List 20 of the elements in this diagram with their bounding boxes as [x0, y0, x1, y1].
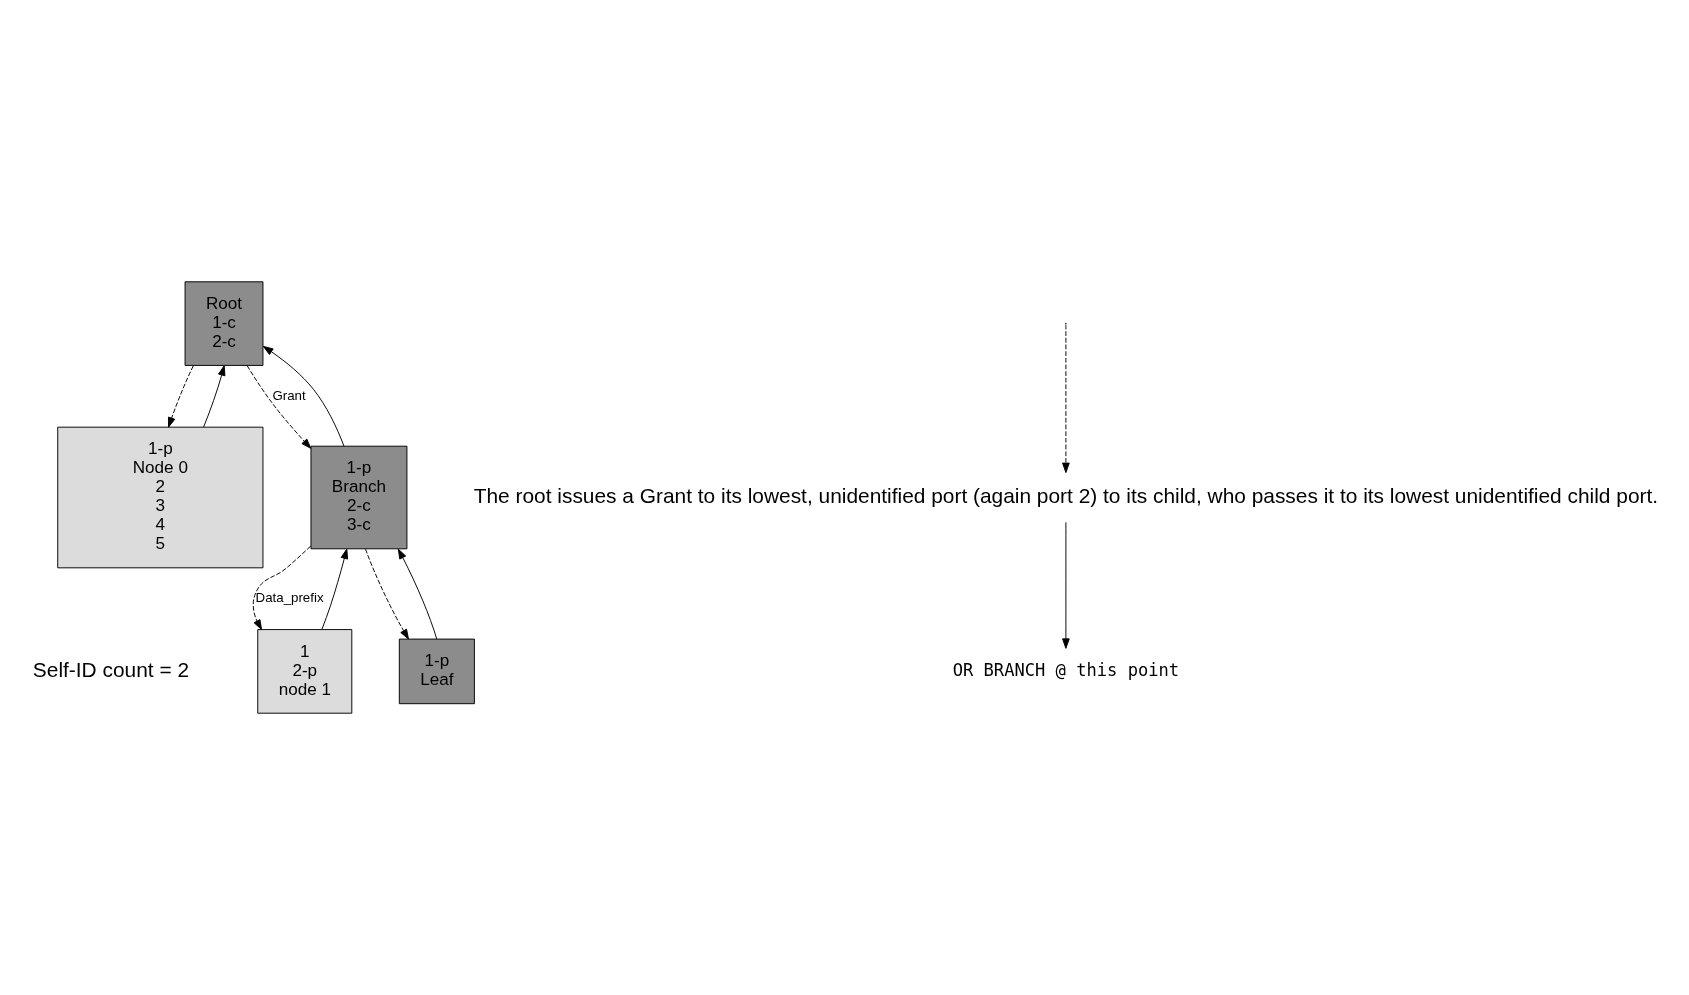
label: Self-ID count = 2 [32, 657, 190, 681]
node-text: OR BRANCH @ this point [952, 659, 1180, 680]
arrow [1062, 324, 1070, 474]
arrow [262, 345, 345, 447]
arrow [246, 365, 312, 449]
arrow [168, 365, 194, 428]
arrow [252, 545, 312, 630]
arrow [203, 365, 226, 428]
node-box: 1-p Node 0 2 3 4 5 [57, 426, 264, 569]
arrow [365, 548, 409, 640]
node-box: Root 1-c 2-c [184, 281, 264, 366]
node-box: 1-p Leaf [398, 638, 475, 705]
edge-label: Grant [272, 387, 306, 403]
node-text: The root issues a Grant to its lowest, unidentified port (again port 2) to its child, who passes it to its lowest unidentified child port. [473, 483, 1659, 507]
edge-label: Data_prefix [255, 590, 324, 606]
arrow [1062, 521, 1070, 649]
node-box: 1-p Branch 2-c 3-c [310, 445, 408, 550]
node-box: 1 2-p node 1 [257, 629, 353, 714]
arrow [397, 548, 438, 640]
arrow [321, 548, 349, 630]
